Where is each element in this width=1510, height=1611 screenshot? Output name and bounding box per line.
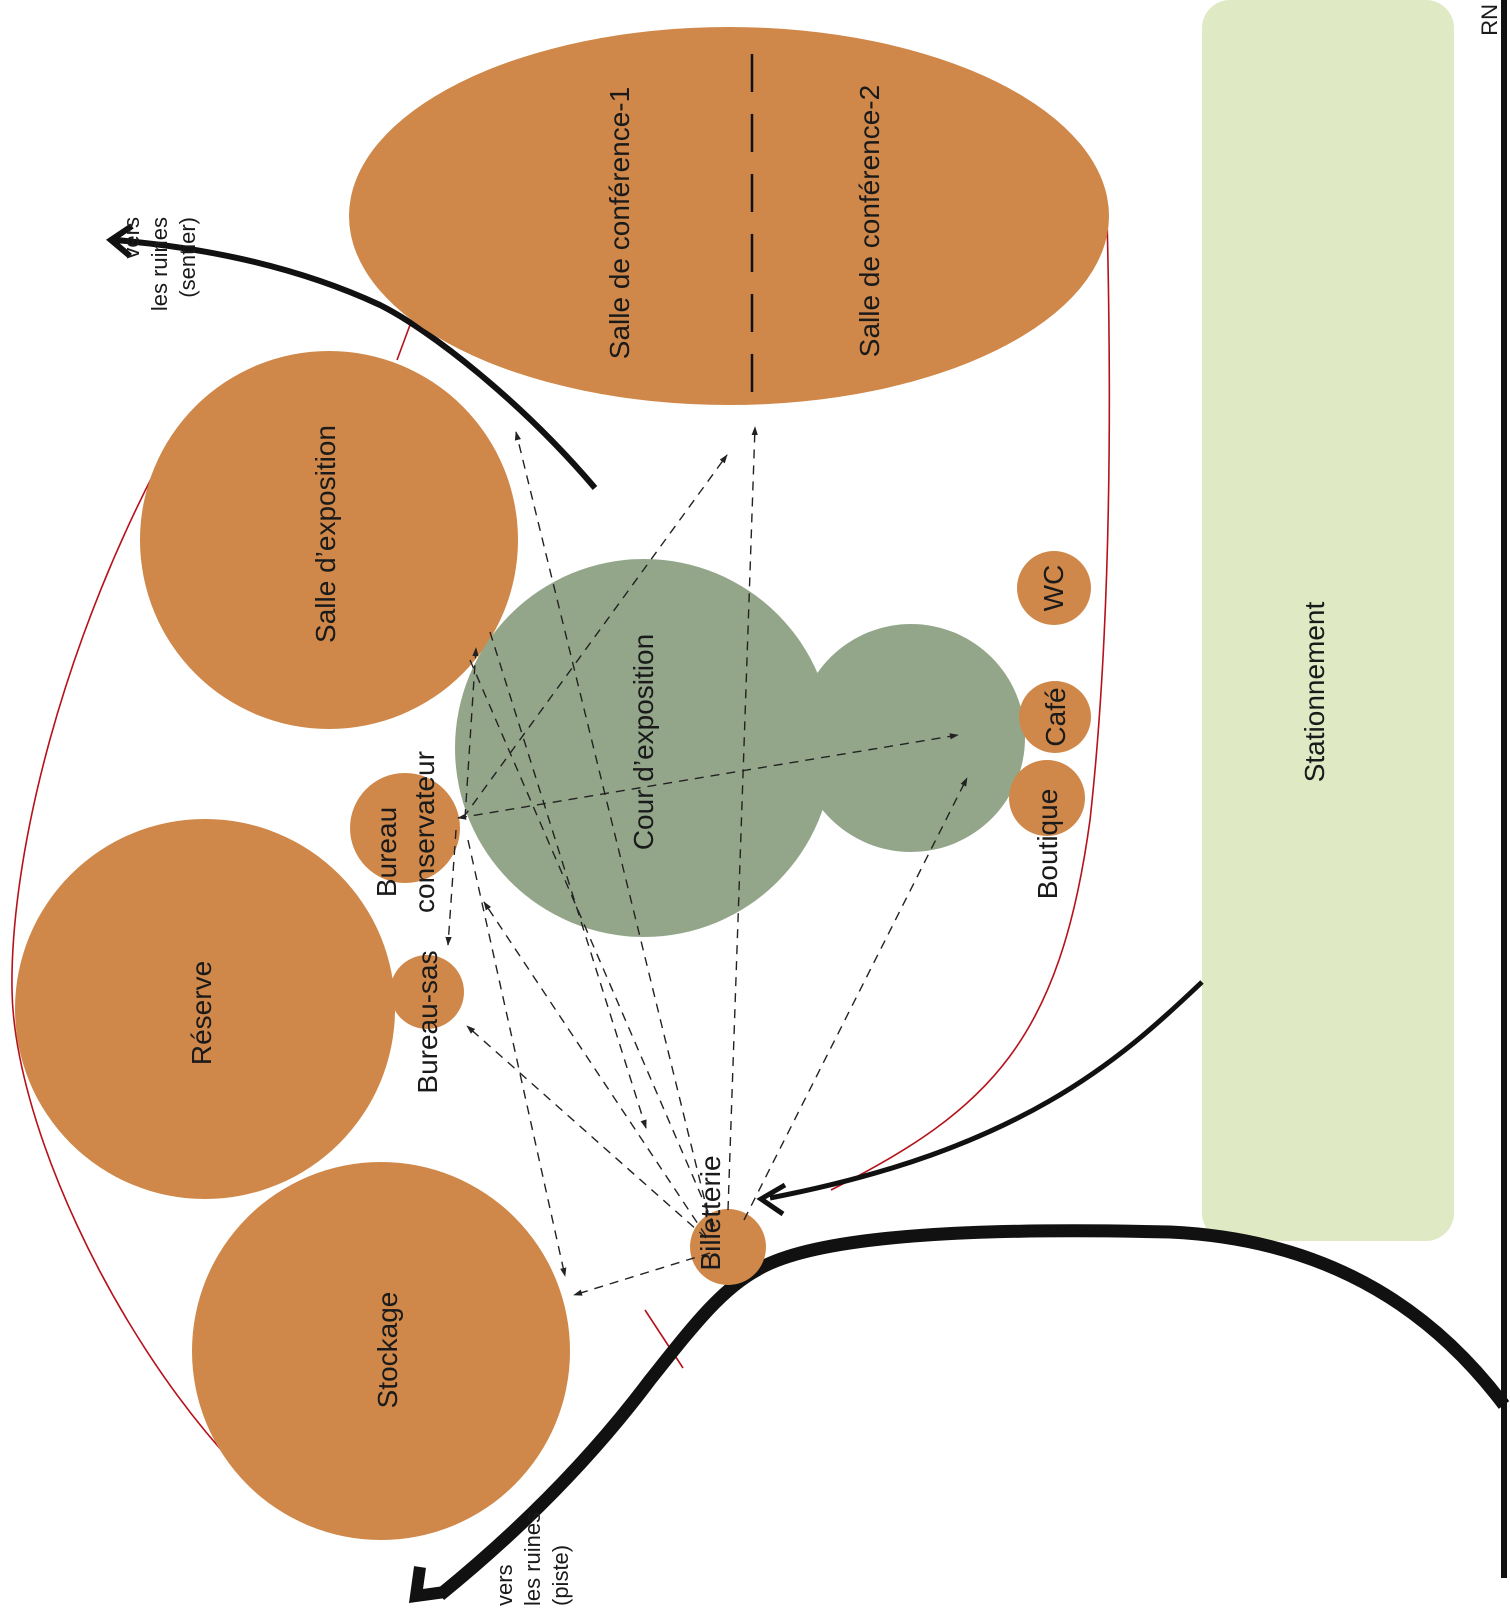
label-conference-2: Salle de conférence-2 <box>854 85 885 357</box>
label-sentier-2: les ruines <box>147 217 172 311</box>
flow-cour-to-annex <box>457 733 959 820</box>
label-sentier-1: vers <box>119 217 144 259</box>
site-boundary-west <box>11 431 234 1464</box>
label-conference-1: Salle de conférence-1 <box>604 87 635 359</box>
flow-billetterie-to-sas <box>466 1025 707 1239</box>
label-wc: WC <box>1038 565 1069 612</box>
flow-exposition-to-stockage <box>469 659 717 1231</box>
piste-arrowhead <box>408 1566 446 1604</box>
label-piste-1: vers <box>492 1564 517 1606</box>
flow-billetterie-to-bureau <box>483 901 707 1237</box>
boundary-tick-south <box>644 1309 684 1369</box>
site-boundary-east <box>830 216 1111 1191</box>
salle-conference <box>349 27 1109 405</box>
circulation-flows <box>445 426 968 1296</box>
label-cour-exposition: Cour d’exposition <box>628 634 659 850</box>
salle-exposition <box>140 351 518 729</box>
label-conservateur: conservateur <box>409 751 440 913</box>
parking-access-arrowhead <box>756 1182 787 1217</box>
label-cafe: Café <box>1040 687 1071 746</box>
reserve <box>15 819 395 1199</box>
label-reserve: Réserve <box>186 961 217 1065</box>
billetterie <box>690 1209 766 1285</box>
parking-access-path <box>769 980 1204 1201</box>
wc <box>1017 551 1091 625</box>
bureau-conservateur <box>350 773 460 883</box>
label-bureau-sas: Bureau-sas <box>412 950 443 1093</box>
flow-bureau-to-exposition <box>464 647 479 819</box>
piste-road <box>435 1224 1510 1601</box>
label-sentier-3: (sentier) <box>175 217 200 298</box>
stockage <box>192 1162 570 1540</box>
label-boutique: Boutique <box>1032 789 1063 900</box>
sentier-arrowhead <box>106 223 134 259</box>
cour-exposition-annex <box>797 624 1025 852</box>
boutique <box>1009 760 1085 836</box>
flow-billetterie-to-annex <box>743 777 968 1221</box>
flow-billetterie-to-exposition <box>514 431 713 1231</box>
flow-bureau-to-stockage <box>467 839 567 1277</box>
cafe <box>1019 681 1091 753</box>
flow-bureau-to-conference <box>462 454 728 819</box>
label-stockage: Stockage <box>372 1292 403 1409</box>
bureau-sas <box>390 955 464 1029</box>
label-billetterie: Billetterie <box>695 1155 726 1270</box>
flow-billetterie-to-stockage <box>573 1252 711 1296</box>
sentier-path <box>114 237 598 490</box>
flow-billetterie-to-conference <box>727 426 758 1211</box>
label-piste-3: (piste) <box>548 1545 573 1606</box>
flow-cour-loop <box>489 631 647 1129</box>
label-stationnement: Stationnement <box>1299 602 1330 783</box>
label-salle-exposition: Salle d’exposition <box>310 425 341 643</box>
flow-bureau-to-sas <box>445 829 457 946</box>
label-piste-2: les ruines <box>520 1512 545 1606</box>
label-bureau: Bureau <box>371 807 402 897</box>
label-road-rn: RN <box>1477 4 1502 36</box>
stationnement-area <box>1202 0 1454 1241</box>
boundary-tick-north <box>396 324 411 361</box>
